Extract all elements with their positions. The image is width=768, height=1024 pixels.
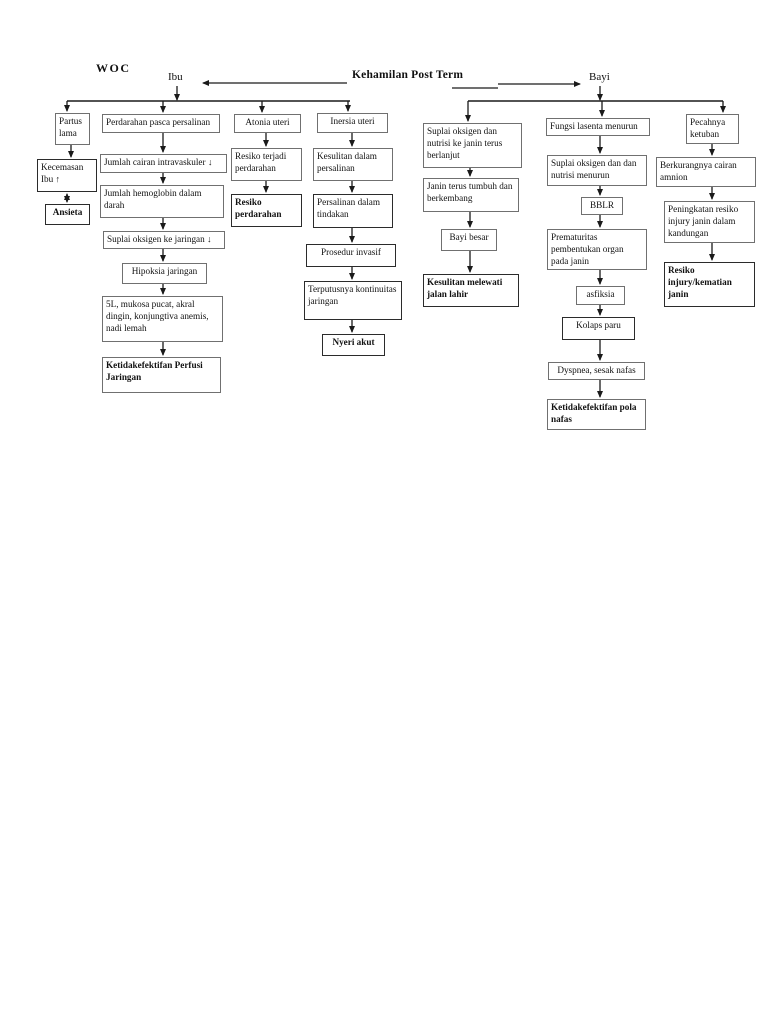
node-tanda-5l: 5L, mukosa pucat, akral dingin, konjungt… — [102, 296, 223, 342]
node-resiko-injury-kematian-janin: Resiko injury/kematian janin — [664, 262, 755, 307]
node-pecahnya-ketuban: Pecahnya ketuban — [686, 114, 739, 144]
node-peningkatan-resiko-injury: Peningkatan resiko injury janin dalam ka… — [664, 201, 755, 243]
top-arrows — [174, 80, 603, 101]
node-atonia-uteri: Atonia uteri — [234, 114, 301, 133]
node-kesulitan-dalam-persalinan: Kesulitan dalam persalinan — [313, 148, 393, 181]
node-persalinan-dalam-tindakan: Persalinan dalam tindakan — [313, 194, 393, 228]
node-prosedur-invasif: Prosedur invasif — [306, 244, 396, 267]
node-ketidakefektifan-pola-nafas: Ketidakefektifan pola nafas — [547, 399, 646, 430]
branch-label-ibu: Ibu — [168, 71, 183, 83]
node-bayi-besar: Bayi besar — [441, 229, 497, 251]
node-prematuritas-organ: Prematuritas pembentukan organ pada jani… — [547, 229, 647, 271]
node-janin-terus-tumbuh: Janin terus tumbuh dan berkembang — [423, 178, 519, 212]
node-nyeri-akut: Nyeri akut — [322, 334, 385, 356]
node-suplai-nutrisi-menurun: Suplai oksigen dan dan nutrisi menurun — [547, 155, 647, 186]
node-suplai-oksigen-jaringan: Suplai oksigen ke jaringan ↓ — [103, 231, 225, 249]
node-fungsi-lasenta-menurun: Fungsi lasenta menurun — [546, 118, 650, 136]
node-kesulitan-melewati-jalan-lahir: Kesulitan melewati jalan lahir — [423, 274, 519, 307]
node-resiko-perdarahan: Resiko perdarahan — [231, 194, 302, 227]
node-dyspnea-sesak-nafas: Dyspnea, sesak nafas — [548, 362, 645, 380]
woc-heading: WOC — [96, 61, 131, 75]
node-inersia-uteri: Inersia uteri — [317, 113, 388, 133]
node-ansieta: Ansieta — [45, 204, 90, 225]
node-kolaps-paru: Kolaps paru — [562, 317, 635, 340]
node-terputusnya-kontinuitas: Terputusnya kontinuitas jaringan — [304, 281, 402, 320]
branch-label-bayi: Bayi — [589, 71, 610, 83]
node-jumlah-hemoglobin: Jumlah hemoglobin dalam darah — [100, 185, 224, 218]
node-ketidakefektifan-perfusi-jaringan: Ketidakefektifan Perfusi Jaringan — [102, 357, 221, 393]
node-resiko-terjadi-perdarahan: Resiko terjadi perdarahan — [231, 148, 302, 181]
node-kecemasan-ibu: Kecemasan Ibu ↑ — [37, 159, 97, 192]
node-berkurangnya-cairan-amnion: Berkurangnya cairan amnion — [656, 157, 756, 187]
node-hipoksia-jaringan: Hipoksia jaringan — [122, 263, 207, 284]
node-perdarahan-pasca-persalinan: Perdarahan pasca persalinan — [102, 114, 220, 133]
node-bblr: BBLR — [581, 197, 623, 215]
node-asfiksia: asfiksia — [576, 286, 625, 305]
diagram-title: Kehamilan Post Term — [352, 69, 464, 81]
node-jumlah-cairan-intravaskuler: Jumlah cairan intravaskuler ↓ — [100, 154, 227, 173]
node-suplai-janin-berlanjut: Suplai oksigen dan nutrisi ke janin teru… — [423, 123, 522, 168]
node-partus-lama: Partus lama — [55, 113, 90, 145]
